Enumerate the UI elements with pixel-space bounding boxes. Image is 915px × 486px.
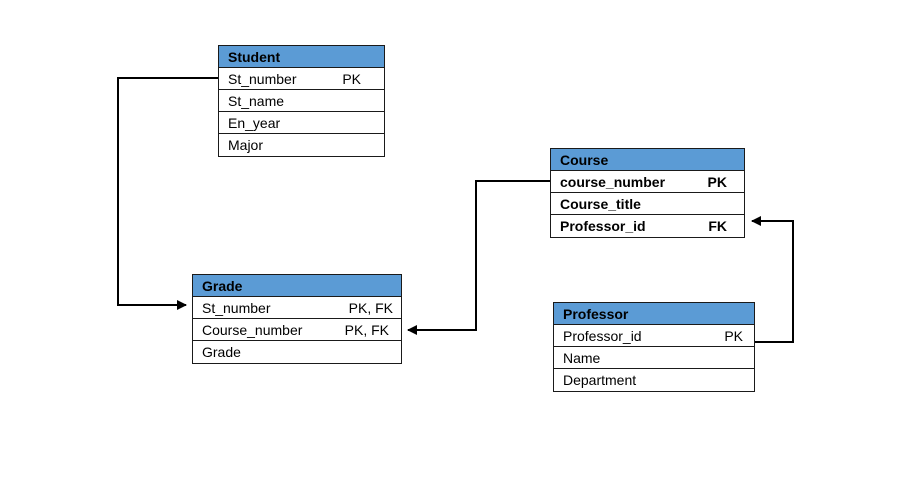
course-table: Course course_number PK Course_title Pro… [550,148,745,238]
course-row: course_number PK [551,171,744,193]
grade-field-name: St_number [202,300,271,316]
grade-row: Grade [193,341,401,363]
student-field-name: St_name [228,93,285,109]
professor-field-key: PK [724,328,743,344]
student-row: St_name [219,90,384,112]
course-field-name: Course_title [560,196,641,212]
professor-row: Department [554,369,754,391]
professor-field-name: Name [563,350,601,366]
student-row: En_year [219,112,384,134]
grade-field-key: PK, FK [344,322,389,338]
connector-professor-to-course [751,216,794,343]
grade-row: St_number PK, FK [193,297,401,319]
student-row: St_number PK [219,68,384,90]
grade-row: Course_number PK, FK [193,319,401,341]
course-field-name: Professor_id [560,218,646,234]
course-field-key: PK [707,174,727,190]
student-field-key: PK [342,71,361,87]
grade-field-name: Grade [202,344,241,360]
student-row: Major [219,134,384,156]
connector-course-to-grade [407,180,550,335]
professor-table-title: Professor [554,303,754,325]
professor-table: Professor Professor_id PK Name Departmen… [553,302,755,392]
student-table: Student St_number PK St_name En_year Maj… [218,45,385,157]
grade-field-name: Course_number [202,322,303,338]
course-field-name: course_number [560,174,666,190]
grade-table: Grade St_number PK, FK Course_number PK,… [192,274,402,364]
grade-field-key: PK, FK [348,300,393,316]
student-table-title: Student [219,46,384,68]
course-table-title: Course [551,149,744,171]
student-field-name: En_year [228,115,281,131]
course-field-key: FK [708,218,727,234]
professor-row: Name [554,347,754,369]
professor-field-name: Professor_id [563,328,642,344]
course-row: Professor_id FK [551,215,744,237]
professor-row: Professor_id PK [554,325,754,347]
grade-table-title: Grade [193,275,401,297]
student-field-name: St_number [228,71,297,87]
student-field-name: Major [228,137,264,153]
connector-student-to-grade [117,77,218,310]
course-row: Course_title [551,193,744,215]
professor-field-name: Department [563,372,637,388]
